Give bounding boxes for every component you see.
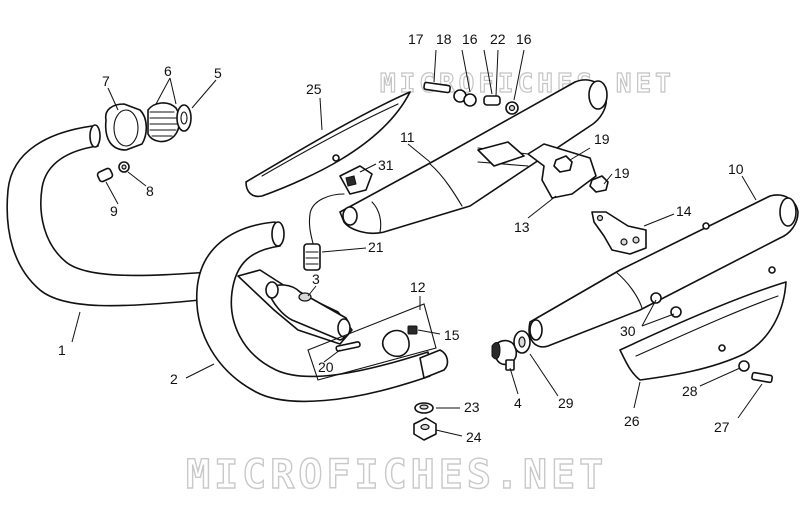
wire-clip xyxy=(339,165,373,195)
watermark-bottom: MICROFICHES.NET xyxy=(186,452,607,498)
callout-19a: 19 xyxy=(594,131,610,147)
exhaust-clamp xyxy=(491,339,518,371)
upper-fasteners xyxy=(423,81,519,115)
callout-3: 3 xyxy=(312,271,320,287)
stud-and-nut xyxy=(96,161,130,183)
callout-19b: 19 xyxy=(614,165,630,181)
flange-assembly xyxy=(104,102,192,151)
silencer-lower xyxy=(528,194,799,348)
callout-7: 7 xyxy=(102,73,110,89)
header-pipe-right xyxy=(196,221,449,403)
callout-labels: 1 2 3 4 5 6 7 8 9 10 11 12 13 14 15 16 1… xyxy=(58,31,744,445)
callout-9: 9 xyxy=(110,203,118,219)
callout-28: 28 xyxy=(682,383,698,399)
callout-20: 20 xyxy=(318,359,334,375)
callout-24: 24 xyxy=(466,429,482,445)
callout-14: 14 xyxy=(676,203,692,219)
callout-25: 25 xyxy=(306,81,322,97)
leader-lines xyxy=(71,49,763,437)
silencer-upper xyxy=(339,79,608,235)
callout-21: 21 xyxy=(368,239,384,255)
callout-27: 27 xyxy=(714,419,730,435)
callout-31: 31 xyxy=(378,157,394,173)
callout-1: 1 xyxy=(58,342,66,358)
callout-12: 12 xyxy=(410,279,426,295)
callout-5: 5 xyxy=(214,65,222,81)
callout-10: 10 xyxy=(728,161,744,177)
callout-29: 29 xyxy=(558,395,574,411)
washer-23 xyxy=(414,402,434,414)
callout-26: 26 xyxy=(624,413,640,429)
heat-shield-upper xyxy=(245,91,411,198)
callout-6: 6 xyxy=(164,63,172,79)
callout-8: 8 xyxy=(146,183,154,199)
callout-22: 22 xyxy=(490,31,506,47)
gasket xyxy=(513,330,531,354)
heat-shield-lower xyxy=(619,281,787,381)
callout-30: 30 xyxy=(620,323,636,339)
callout-17: 17 xyxy=(408,31,424,47)
callout-23: 23 xyxy=(464,399,480,415)
nut-24 xyxy=(413,417,437,441)
callout-16a: 16 xyxy=(462,31,478,47)
callout-2: 2 xyxy=(170,371,178,387)
callout-16b: 16 xyxy=(516,31,532,47)
bolts-19 xyxy=(553,155,609,193)
callout-13: 13 xyxy=(514,219,530,235)
collector-box xyxy=(237,269,353,345)
callout-15: 15 xyxy=(444,327,460,343)
callout-18: 18 xyxy=(436,31,452,47)
lambda-sensor xyxy=(303,193,345,271)
clamp-kit xyxy=(307,303,437,381)
callout-11: 11 xyxy=(400,129,415,145)
callout-4: 4 xyxy=(514,395,522,411)
mounting-bracket xyxy=(591,211,647,255)
lower-fasteners xyxy=(650,292,774,384)
